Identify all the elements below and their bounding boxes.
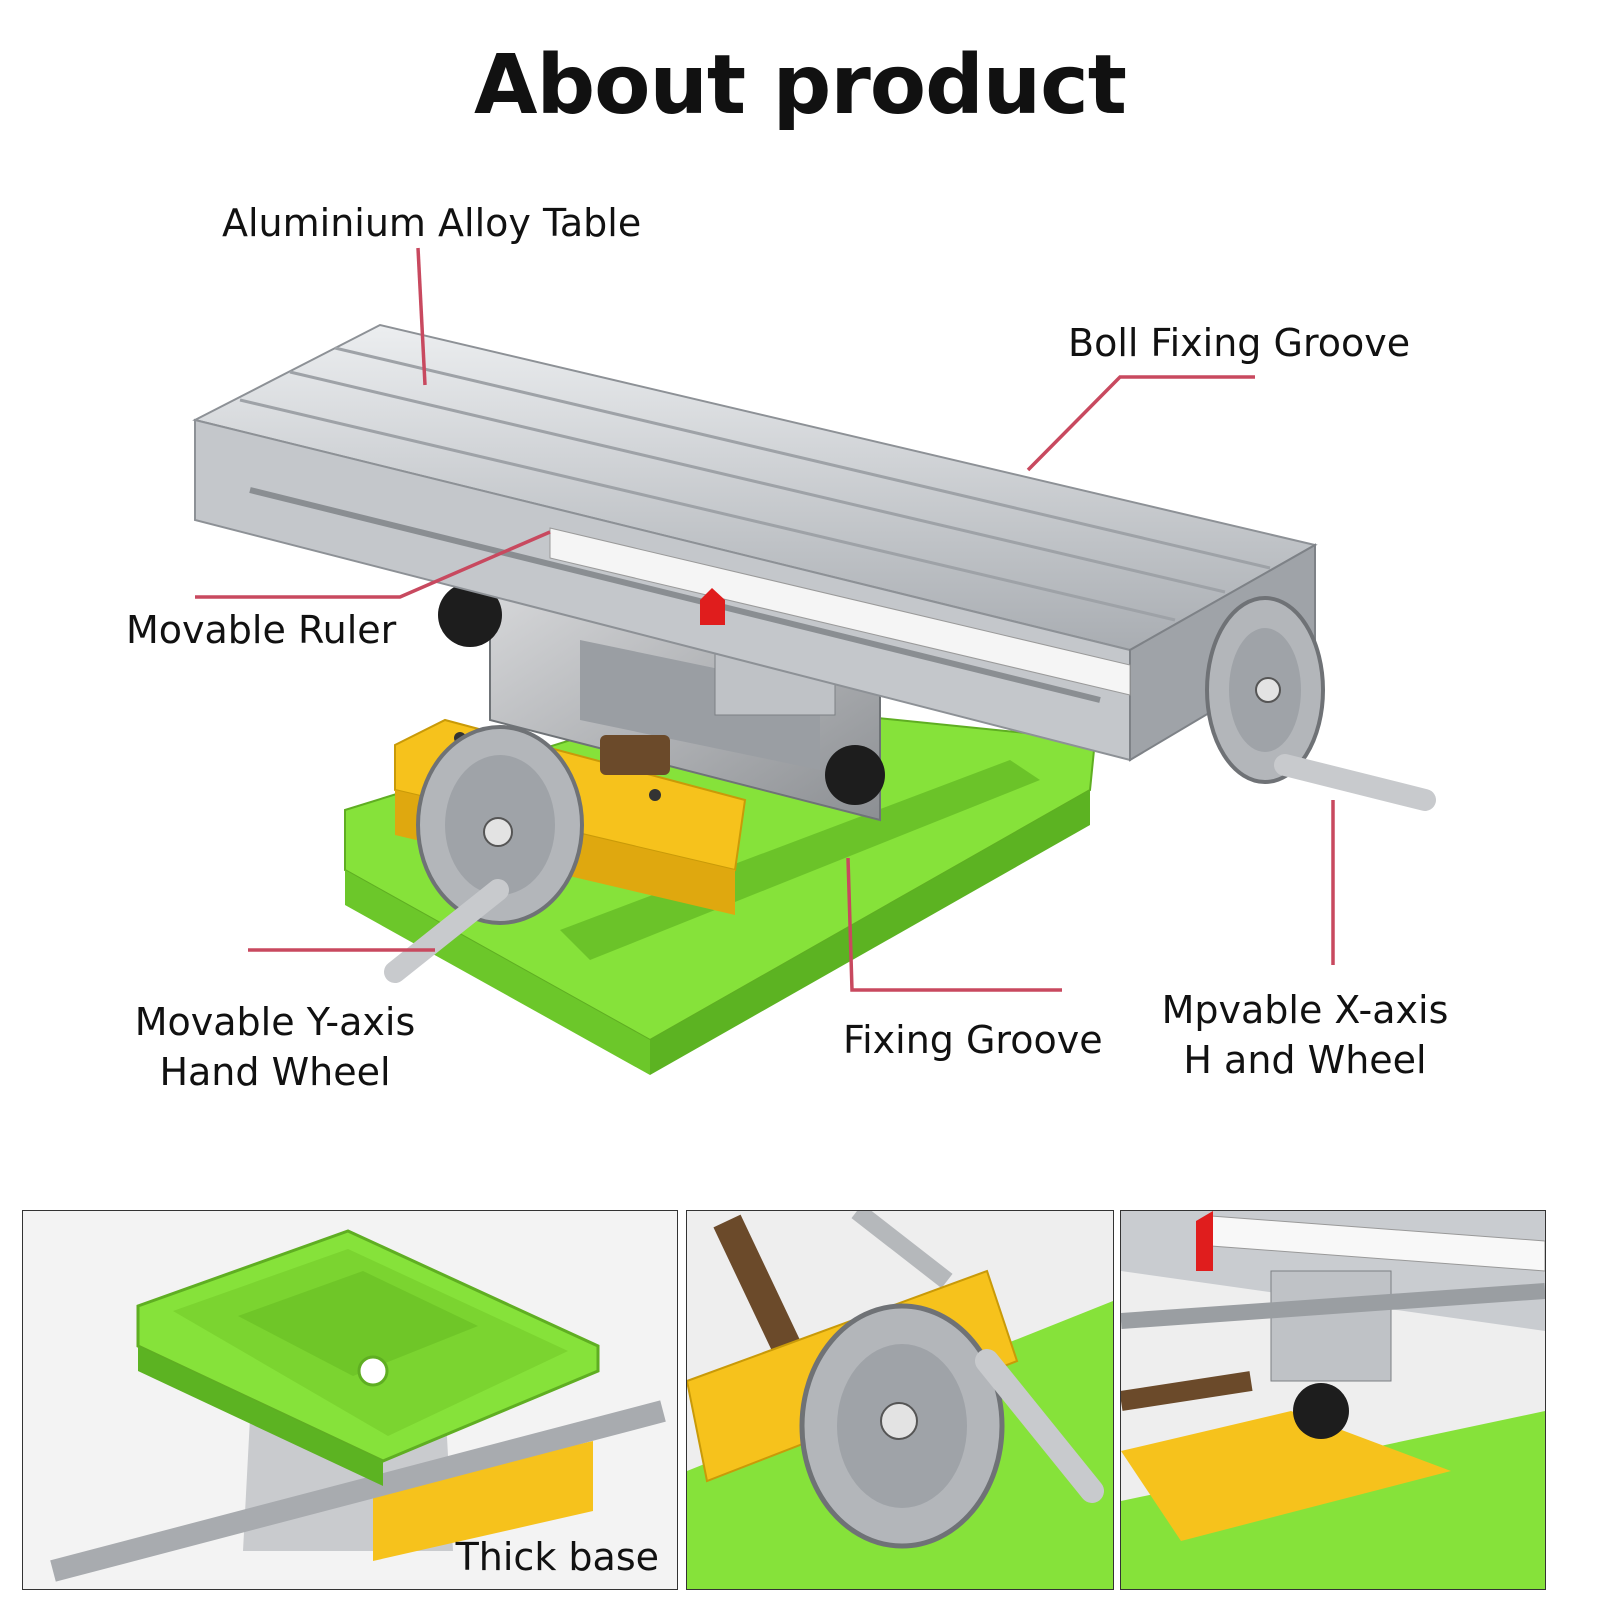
label-y-line2: Hand Wheel: [159, 1050, 391, 1094]
label-movable-y-axis-hand-wheel: Movable Y-axis Hand Wheel: [120, 997, 430, 1097]
thumbnail-thick-base: Thick base: [22, 1210, 678, 1590]
page-title: About product: [474, 38, 1127, 133]
label-fixing-groove: Fixing Groove: [843, 1018, 1103, 1062]
product-illustration: [192, 247, 1436, 1075]
lock-knob-icon: [825, 745, 885, 805]
label-boll-fixing-groove: Boll Fixing Groove: [1068, 321, 1411, 365]
label-movable-ruler: Movable Ruler: [126, 608, 397, 652]
thumbnail-ruler-closeup: [1120, 1210, 1546, 1590]
y-axis-hand-wheel-icon: [384, 725, 584, 983]
label-movable-x-axis-hand-wheel: Mpvable X-axis H and Wheel: [1150, 985, 1460, 1085]
lock-knob-icon: [438, 583, 502, 647]
label-x-line2: H and Wheel: [1183, 1038, 1427, 1082]
label-x-line1: Mpvable X-axis: [1161, 988, 1449, 1032]
label-aluminium-alloy-table: Aluminium Alloy Table: [222, 201, 642, 245]
aluminium-table: [192, 323, 1318, 762]
callout-lines: [195, 247, 1335, 992]
x-axis-hand-wheel-icon: [1205, 596, 1436, 811]
label-y-line1: Movable Y-axis: [134, 1000, 416, 1044]
thumbnail-y-wheel-closeup: [686, 1210, 1114, 1590]
thick-base-caption: Thick base: [455, 1535, 659, 1579]
